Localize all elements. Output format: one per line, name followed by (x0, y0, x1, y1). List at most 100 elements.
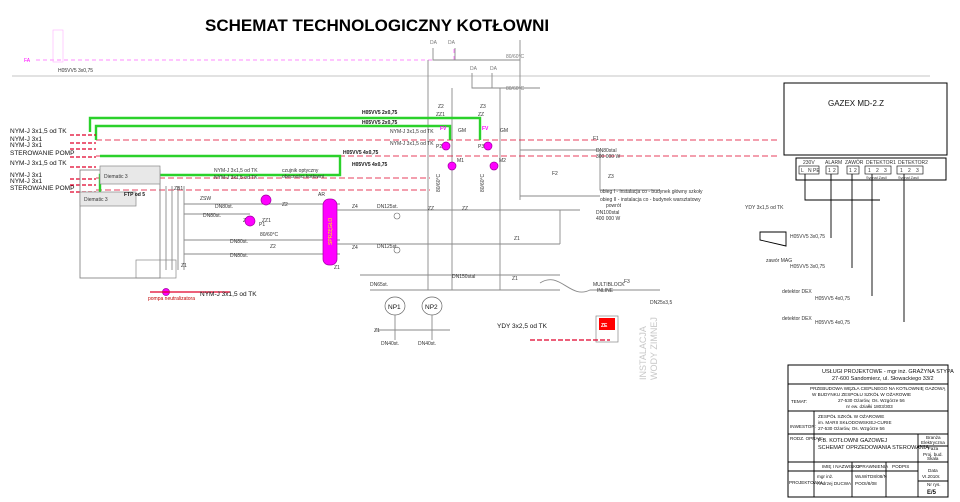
ydy-bottom: YDY 3x2,5 od TK (497, 323, 548, 330)
inwestor-3: 27-530 Ożarów, Os. Wzgórze 56 (818, 426, 885, 431)
f2-label: F2 (552, 171, 558, 177)
ftp-label: FTP od 5 (124, 192, 145, 198)
powrot-label: powrót (606, 203, 622, 209)
nym-left-2: NYM-J 3x1 (10, 136, 43, 143)
left-cable-labels: NYM-J 3x1,5 od TK NYM-J 3x1 NYM-J 3x1 ST… (10, 128, 96, 193)
inwestor-label: INWESTOR: (790, 424, 816, 429)
dn80-label-d: DN80st. (230, 253, 248, 259)
wody-label: WODY ZIMNEJ (649, 317, 659, 380)
faza-label: Faza (928, 446, 939, 451)
multiblock-label: MULTIBLOCK (593, 282, 625, 288)
firm-name: USŁUGI PROJEKTOWE - mgr inż. GRAŻYNA STY… (822, 368, 954, 375)
np2-label: NP2 (425, 304, 438, 311)
data-value: VI.2010r. (922, 474, 940, 479)
green-cables: H05VV5 2x0,75 H05VV5 2x0,75 NYM-J 3x1,5 … (88, 110, 482, 196)
nym-left-5: NYM-J 3x1 (10, 172, 43, 179)
gazex-col-230v: 230V (803, 160, 815, 166)
gazex-title: GAZEX MD-2.Z (828, 99, 884, 108)
ze-label: ZE (601, 323, 608, 329)
fv-2: FV (482, 126, 489, 132)
nr-label: Nr rys. (927, 482, 941, 487)
z4-a: Z4 (352, 204, 358, 210)
inwestor-2: im. MARII SKŁODOWSKIEJ-CURIE (818, 420, 892, 425)
boiler-1-label: Diematic 3 (104, 174, 128, 180)
da-label-3: DA (470, 66, 478, 72)
z4-b: Z4 (352, 245, 358, 251)
cable-h05-2: H05VV5 2x0,75 (362, 110, 398, 116)
dn80-label-c: DN80st. (230, 239, 248, 245)
gazex-term-a1: 1 (828, 168, 831, 174)
rodz-label: RODZ. OPRAC: (790, 436, 823, 441)
da-label-2: DA (448, 40, 456, 46)
dn80stal-label: DN80stal (596, 148, 617, 154)
f1-label: F1 (593, 136, 599, 142)
zz1-label: ZZ1 (262, 218, 271, 224)
dn125-b: DN125st. (377, 244, 398, 250)
nym-left-6: NYM-J 3x1 (10, 178, 43, 185)
gazex-col-zawor: ZAWÓR (845, 159, 864, 166)
z2-label-b: Z2 (270, 244, 276, 250)
boiler-piping: ZB1 ZSW DN80st. DN80st. 80/60°C DN80st. … (165, 186, 340, 270)
expansion-tanks: DN65st. NP1 NP2 Z1 DN40st. DN40st. (370, 282, 560, 347)
header-name: IMIĘ I NAZWISKO (822, 464, 860, 469)
cable-nym-a: NYM-J 3x1,5 od TK (390, 129, 434, 135)
dn100stal-label: DN100stal (596, 210, 619, 216)
diagram-title: SCHEMAT TECHNOLOGICZNY KOTŁOWNI (205, 16, 549, 35)
pompa-neut-label: pompa neutralizatora (148, 296, 195, 302)
upr-1: WŁWiTD8/08/N (855, 474, 887, 479)
gazex-box (783, 82, 948, 156)
obieg2-label: obieg II - instalacja co - budynek warsz… (600, 197, 701, 203)
z1-dist-b: Z1 (514, 236, 520, 242)
skala-label: Skala (927, 456, 939, 461)
gm-2: GM (500, 128, 508, 134)
temat-4: nr ew. działki 1803/303 (846, 404, 893, 409)
gazex-term-a2: 2 (833, 168, 836, 174)
header-podpis: PODPIS (892, 464, 909, 469)
gazex-term-d1-3: 3 (884, 168, 887, 174)
dn125-a: DN125st. (377, 204, 398, 210)
boiler-2-label: Diematic 3 (84, 197, 108, 203)
temat-label: TEMAT: (791, 399, 807, 404)
gm-1: GM (458, 128, 466, 134)
gazex-term-z2: 2 (854, 168, 857, 174)
firm-address: 27-600 Sandomierz, ul. Słowackiego 33/2 (832, 376, 934, 382)
data-label: Data (928, 468, 938, 473)
header-upr: UPRAWNIENIA (856, 464, 889, 469)
proj-name-1: mgr inż. (817, 474, 833, 479)
z1-label-left: Z1 (181, 263, 187, 269)
zz1-c1: ZZ1 (436, 112, 445, 118)
z2-label: Z2 (282, 202, 288, 208)
heating-circuits: F1 F2 DN80stal 300 000 W Z3 obieg I - in… (520, 136, 703, 222)
z1-dist: Z1 (512, 276, 518, 282)
right-cables: YDY 3x1,5 od TK H05VV5 3x0,75 zawór MAG … (745, 205, 850, 326)
h05-det2: H05VV5 4x0,75 (815, 320, 850, 326)
boilers: Diematic 3 Diematic 3 FTP od 5 (79, 165, 177, 279)
gazex-term-d2-1: 1 (900, 168, 903, 174)
z3-c2: Z3 (480, 104, 486, 110)
inwestor-1: ZESPÓŁ SZKÓŁ W OŻAROWIE (818, 413, 884, 419)
p2-label: P2 (436, 144, 442, 150)
title-block: USŁUGI PROJEKTOWE - mgr inż. GRAŻYNA STY… (787, 364, 954, 498)
cable-h05-4xb: H05VV5 4x0,75 (352, 162, 388, 168)
czujnik-1: czujnik optyczny (282, 168, 319, 174)
z3-right: Z3 (608, 174, 614, 180)
branza-label: Branża (926, 435, 941, 440)
nym-mid-1: NYM-J 3x1,5 od TK (214, 168, 258, 174)
rodz-1: P.B. KOTŁOWNI GAZOWEJ (818, 438, 888, 444)
w400-label: 400 000 W (596, 216, 620, 222)
dn25-label: DN25x3,5 (650, 300, 672, 306)
zsw-label: ZSW (200, 196, 211, 202)
rodz-2: SCHEMAT OPRZEDOWANIA STEROWANIA (818, 445, 929, 451)
dn65-label: DN65st. (370, 282, 388, 288)
detektor-1: detektor DEX (782, 289, 812, 295)
branza-value: Elektryczna (921, 440, 945, 445)
z1-np: Z1 (374, 328, 380, 334)
nym-left-1: NYM-J 3x1,5 od TK (10, 128, 67, 135)
dn150-label: DN150stal (452, 274, 475, 280)
temat-1: PRZEBUDOWA WĘZŁA CIEPLNEGO NA KOTŁOWNIĘ … (810, 386, 946, 391)
obieg1-label: obieg I - instalacja co - budynek główny… (600, 189, 703, 195)
gazex-term-z1: 1 (849, 168, 852, 174)
cable-nym-b: NYM-J 3x1,5 od TK (390, 141, 434, 147)
instalacja-label: INSTALACJA (638, 326, 648, 380)
h05-det1: H05VV5 4x0,75 (815, 296, 850, 302)
